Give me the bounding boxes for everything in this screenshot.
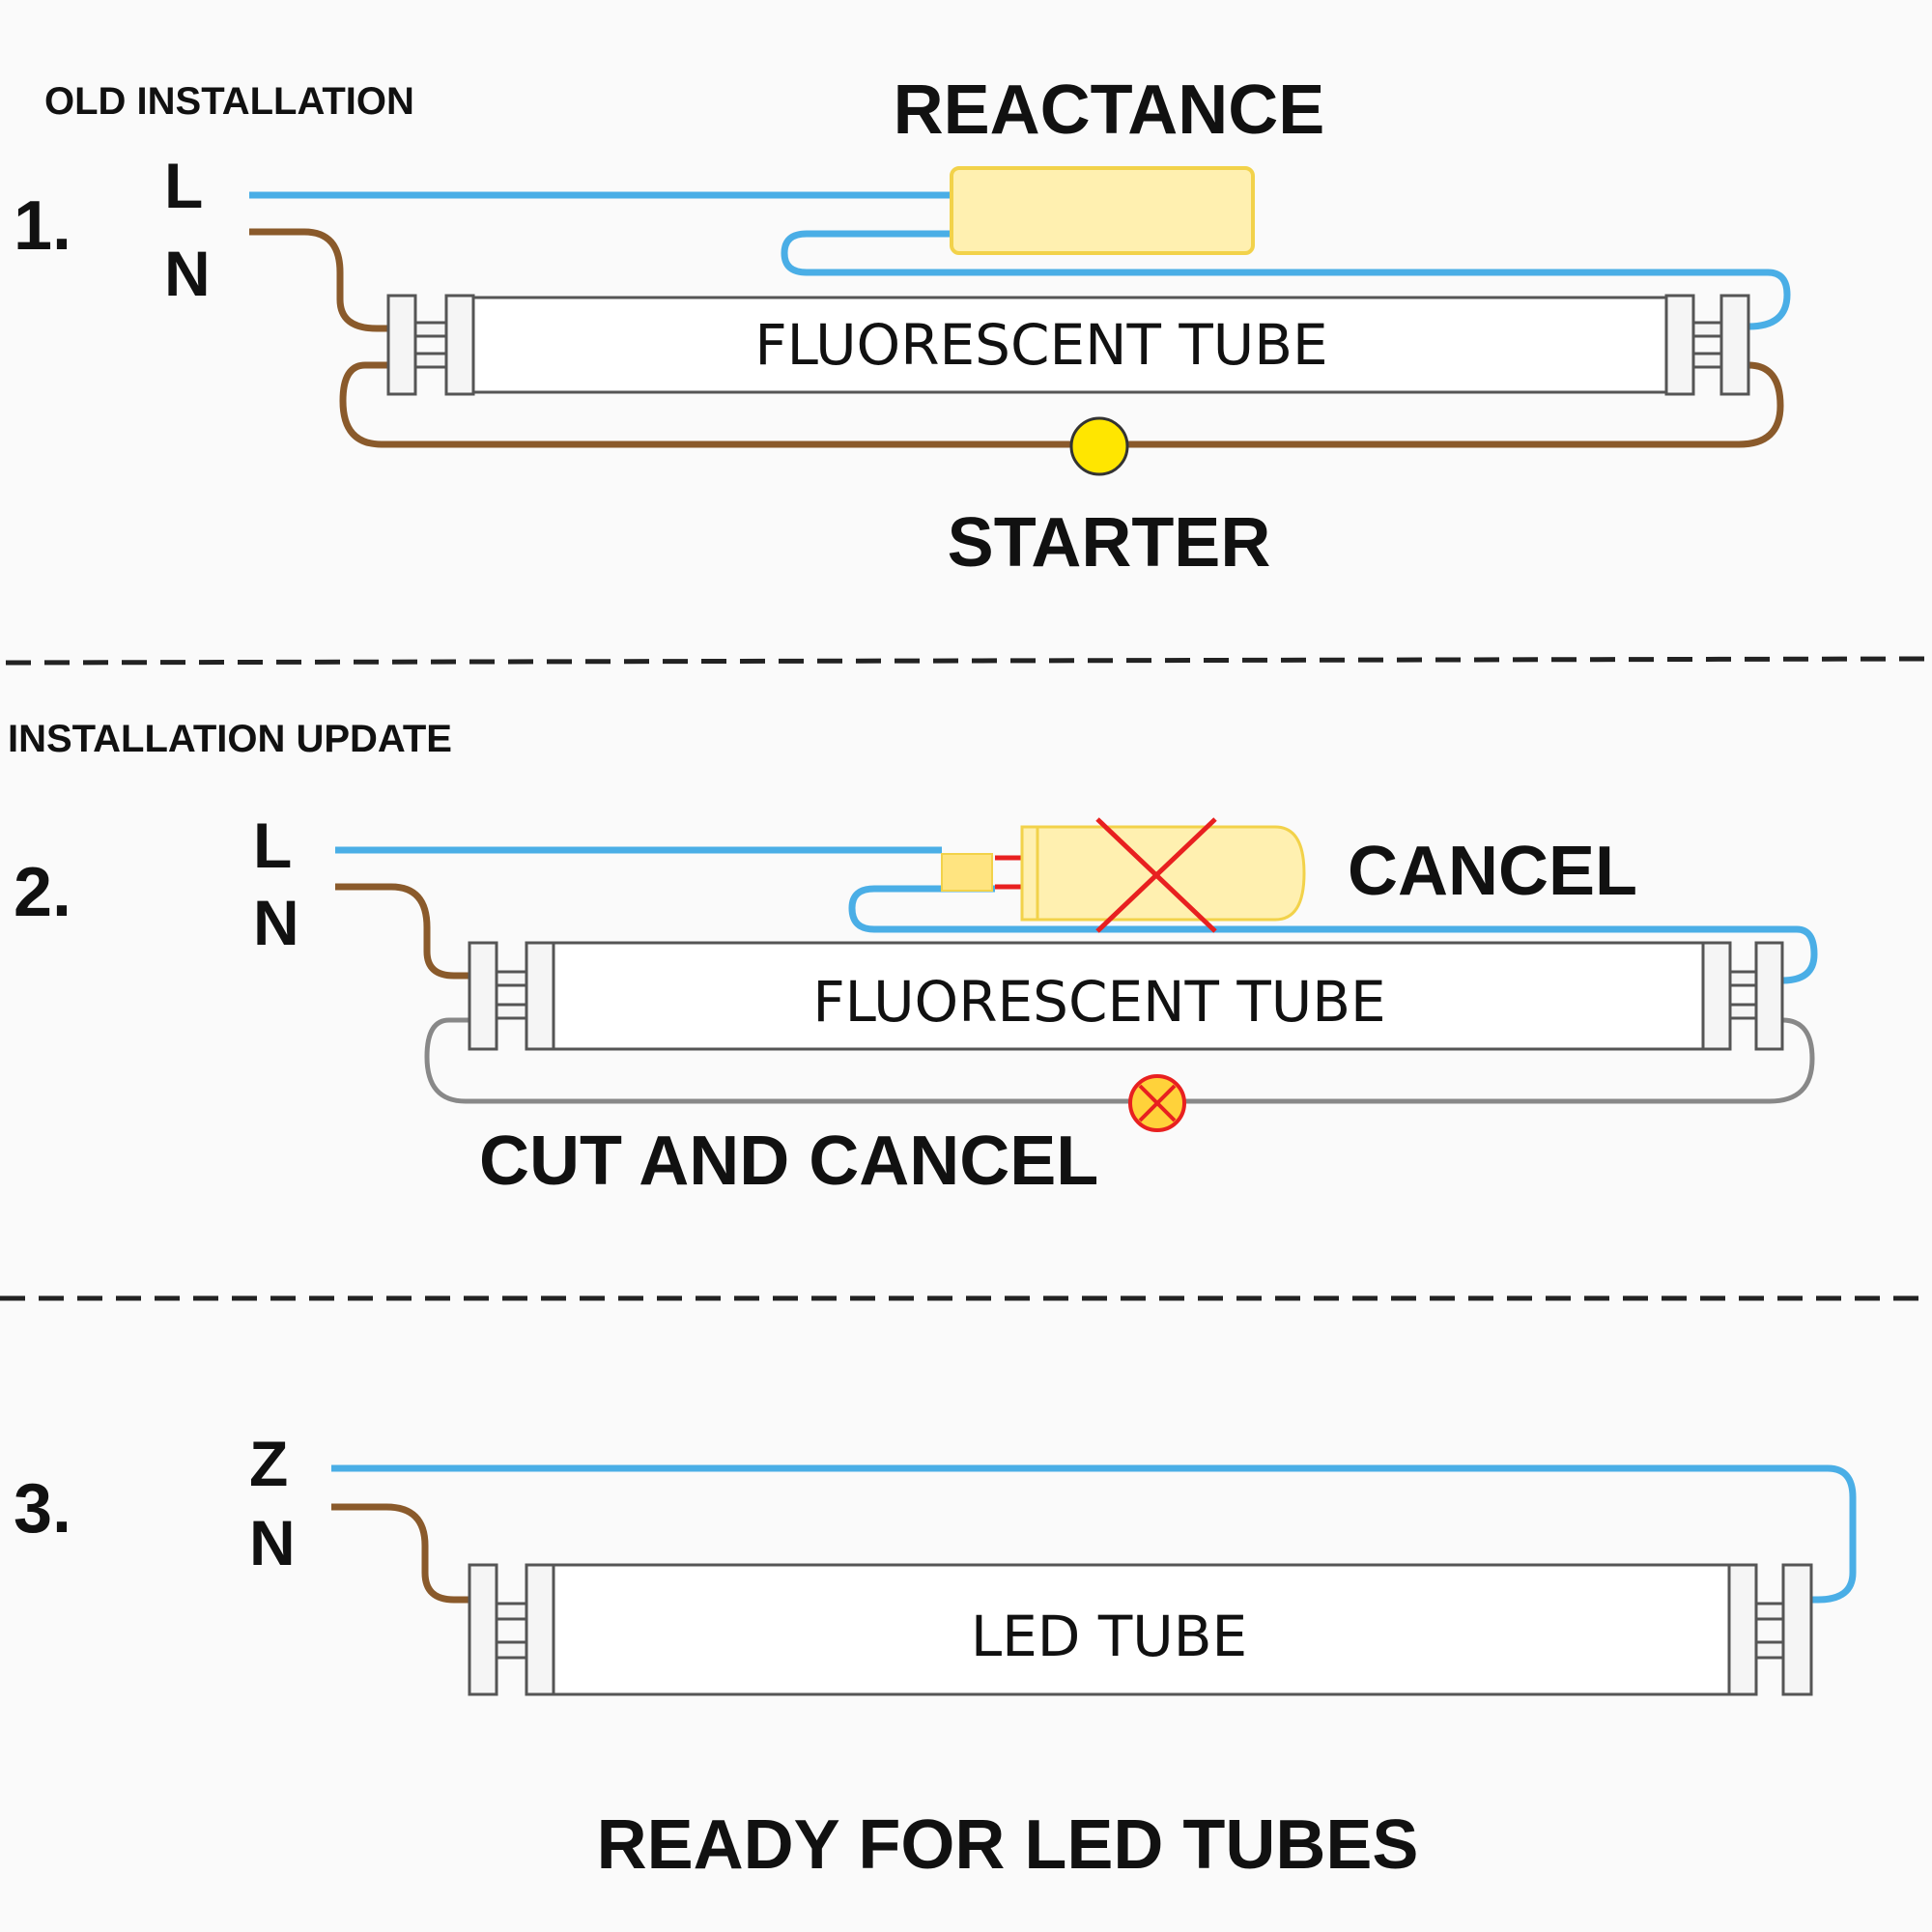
neutral-wire <box>331 1503 469 1604</box>
section2-number: 2. <box>14 854 71 931</box>
neutral-wire <box>335 883 469 980</box>
line-label: L <box>253 810 292 881</box>
ready-for-led-tubes-label: READY FOR LED TUBES <box>597 1806 1419 1884</box>
fluorescent-tube-label: FLUORESCENT TUBE <box>754 312 1327 378</box>
cancel-label: CANCEL <box>1348 833 1637 910</box>
neutral-label: N <box>249 1507 296 1578</box>
section-led-ready: 3. Z N LED TUBE READY FOR LED TUBES <box>14 1428 1857 1884</box>
section1-heading: OLD INSTALLATION <box>44 80 414 123</box>
line-wire <box>331 1464 1857 1604</box>
section3-number: 3. <box>14 1470 71 1548</box>
section1-number: 1. <box>14 187 71 265</box>
starter-label: STARTER <box>948 504 1271 582</box>
fluorescent-tube <box>468 941 1784 1051</box>
line-label: L <box>164 150 203 221</box>
cancelled-starter-icon <box>1128 1074 1186 1132</box>
cut-and-cancel-label: CUT AND CANCEL <box>479 1122 1098 1200</box>
section-old-installation: OLD INSTALLATION 1. L N REACTANCE FLUORE… <box>14 71 1791 582</box>
fluorescent-tube-label: FLUORESCENT TUBE <box>812 969 1385 1035</box>
section-installation-update: INSTALLATION UPDATE 2. L N CANCEL <box>8 718 1818 1200</box>
led-tube-label: LED TUBE <box>971 1604 1247 1669</box>
cut-starter-loop-wire <box>424 1017 1815 1104</box>
section-divider <box>5 656 1927 666</box>
line-label: Z <box>249 1428 288 1499</box>
neutral-label: N <box>164 238 211 309</box>
ballast-output-wire <box>781 230 1791 330</box>
neutral-label: N <box>253 887 299 958</box>
starter-loop-wire <box>339 361 1784 448</box>
cancel-cross-icon <box>1095 817 1217 933</box>
ballast-output-wire <box>848 885 1818 984</box>
neutral-wire <box>249 228 388 332</box>
led-tube <box>468 1563 1813 1696</box>
reactance-label: REACTANCE <box>894 71 1325 149</box>
starter <box>1069 416 1129 476</box>
section2-heading: INSTALLATION UPDATE <box>8 718 452 760</box>
cancelled-ballast <box>941 825 1306 922</box>
reactance-ballast <box>950 166 1255 255</box>
fluorescent-tube <box>386 294 1750 396</box>
